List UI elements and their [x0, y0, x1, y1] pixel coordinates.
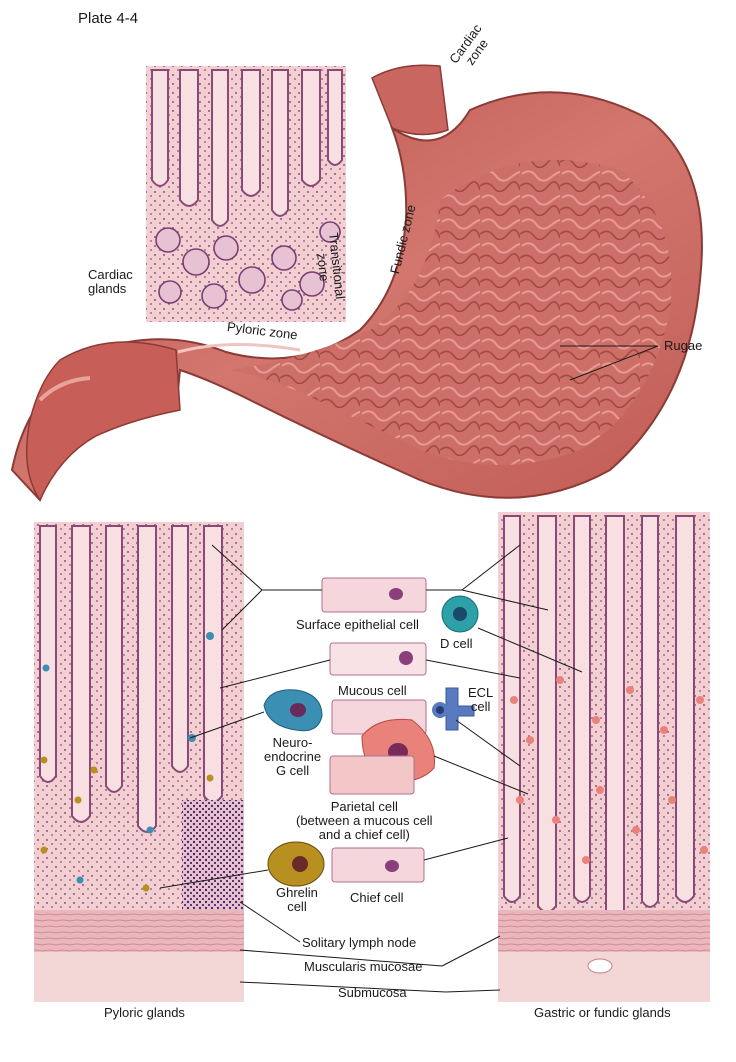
- cell-leader-lines: [159, 544, 583, 993]
- cardiac-gland-histology: [146, 66, 346, 322]
- label-solitary-lymph-node: Solitary lymph node: [302, 935, 417, 950]
- label-neuroendocrine-g-cell: Neuro- endocrine G cell: [264, 735, 322, 778]
- label-mucous-cell: Mucous cell: [338, 683, 407, 698]
- label-d-cell: D cell: [440, 636, 473, 651]
- label-ecl-cell: ECL cell: [468, 685, 494, 714]
- label-ghrelin-cell: Ghrelin cell: [276, 885, 318, 914]
- plate-number: Plate 4-4: [78, 10, 139, 27]
- stomach-illustration: [10, 64, 703, 502]
- label-gastric-glands: Gastric or fundic glands: [534, 1005, 671, 1020]
- rugae-leader-lines: [560, 345, 659, 381]
- cell-illustrations: [263, 577, 479, 887]
- label-rugae: Rugae: [664, 338, 703, 353]
- label-parietal-cell: Parietal cell (between a mucous cell and…: [296, 799, 433, 842]
- label-surface-epithelial-cell: Surface epithelial cell: [296, 617, 419, 632]
- label-muscularis-mucosae: Muscularis mucosae: [304, 959, 423, 974]
- label-transitional-zone: Transitional zone: [314, 231, 348, 300]
- label-cardiac-glands: Cardiac glands: [88, 267, 133, 296]
- pyloric-gland-histology: [34, 522, 244, 1002]
- label-submucosa: Submucosa: [338, 985, 407, 1000]
- label-pyloric-glands: Pyloric glands: [104, 1005, 185, 1020]
- gastric-gland-histology: [498, 512, 710, 1002]
- label-chief-cell: Chief cell: [350, 890, 404, 905]
